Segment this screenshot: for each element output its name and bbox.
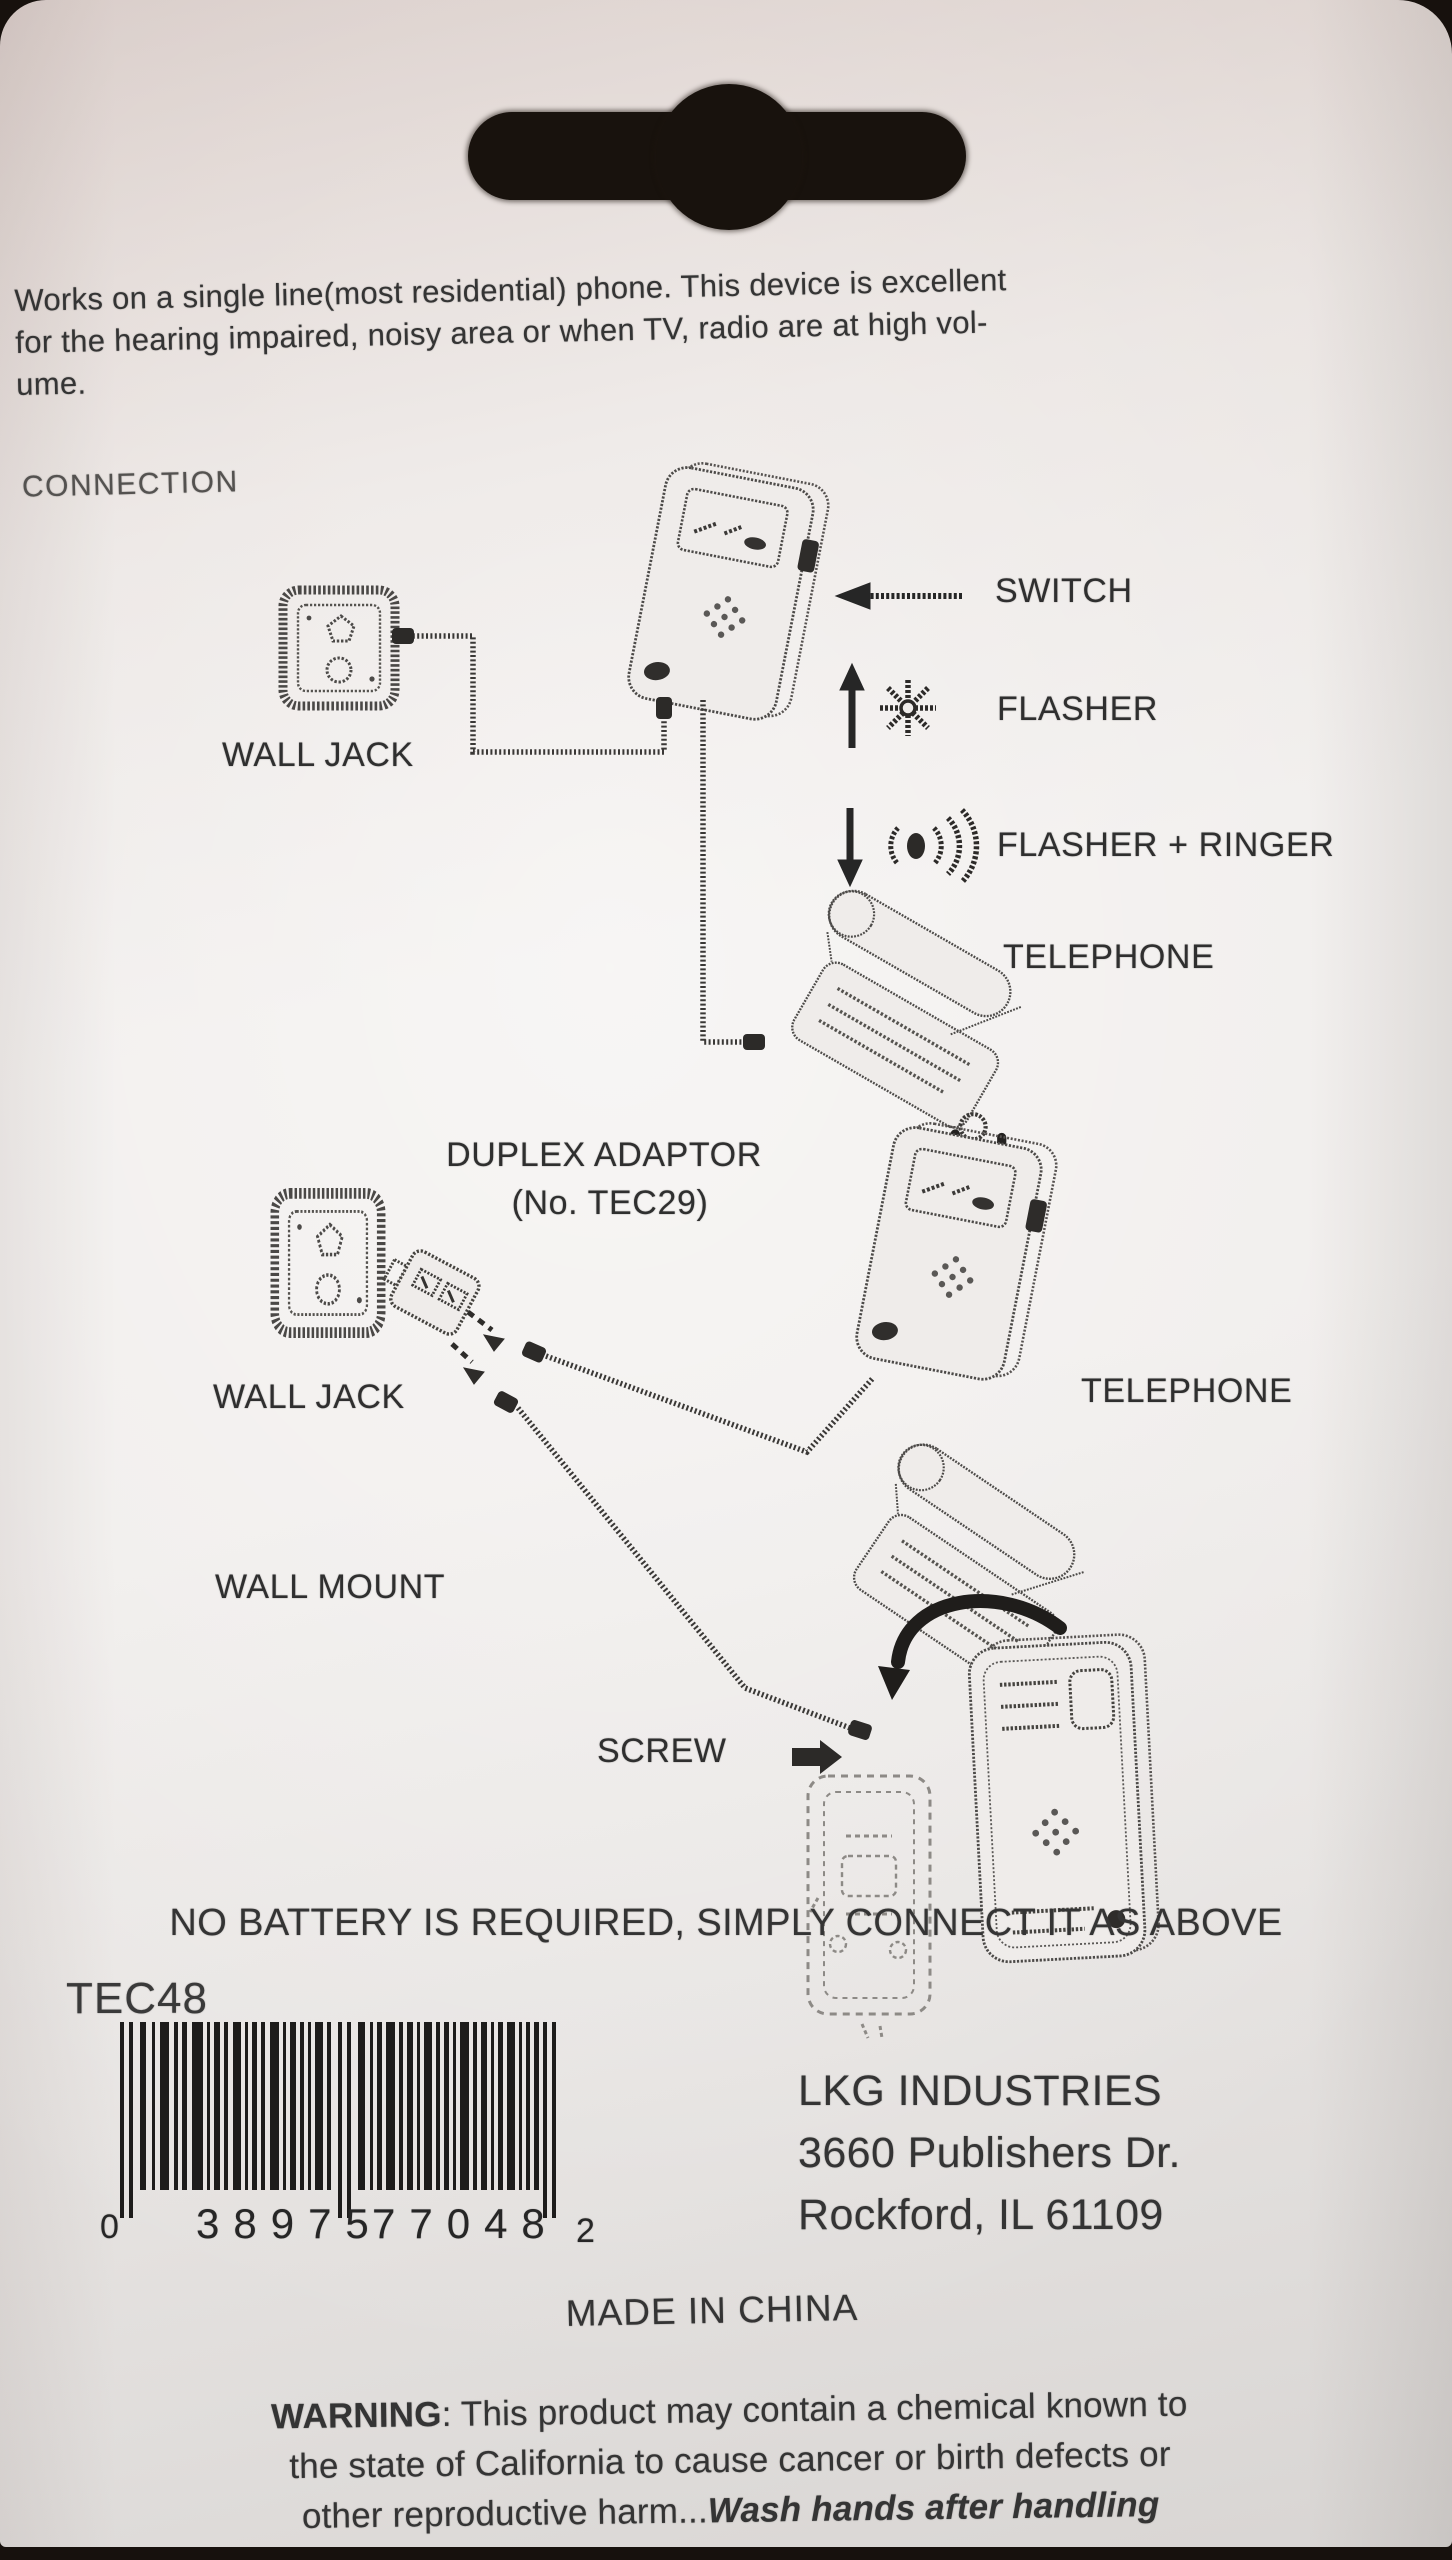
upc-barcode xyxy=(120,2022,556,2218)
warning-label: WARNING xyxy=(270,2395,442,2437)
flasher-label: FLASHER xyxy=(997,690,1159,728)
wall-mount-label: WALL MOUNT xyxy=(215,1568,446,1606)
line-plug xyxy=(520,1340,548,1364)
cord-plug xyxy=(847,1718,873,1742)
flash-icon xyxy=(880,680,936,736)
wire-adaptor-to-phone2 xyxy=(515,1406,851,1731)
wire-plug xyxy=(392,628,414,644)
screw-icon xyxy=(792,1740,842,1774)
wallmount-ghost-outline xyxy=(806,1774,932,2039)
intro-paragraph: Works on a single line(most residential)… xyxy=(14,259,1009,406)
connection-heading: CONNECTION xyxy=(21,465,240,504)
device-top-view xyxy=(622,454,835,728)
upc-left-digits: 38975 xyxy=(196,2200,383,2247)
wall-jack-top-label: WALL JACK xyxy=(222,736,414,774)
upc-right-digits: 77048 xyxy=(372,2200,559,2247)
duplex-adaptor-drawing xyxy=(373,1239,484,1339)
warning-line-3-emphasis: Wash hands after handling xyxy=(707,2485,1160,2531)
manufacturer-name: LKG INDUSTRIES xyxy=(798,2067,1163,2115)
wire-adaptor-to-device2 xyxy=(545,1353,876,1456)
upc-system-digit: 0 xyxy=(100,2208,119,2246)
wall-jack-top xyxy=(283,590,395,706)
flasher-ringer-label: FLASHER + RINGER xyxy=(997,826,1335,864)
telephone-top-drawing xyxy=(756,882,1078,1170)
device-to-phone-cord xyxy=(700,700,748,1045)
made-in-origin: MADE IN CHINA xyxy=(565,2286,859,2335)
mounting-arrow xyxy=(878,1594,1067,1700)
duplex-adaptor-label: DUPLEX ADAPTOR xyxy=(446,1136,762,1174)
wire-plug xyxy=(656,697,672,719)
device-middle-drawing xyxy=(850,1114,1063,1388)
wall-jack-middle-label: WALL JACK xyxy=(213,1378,405,1416)
upc-check-digit: 2 xyxy=(576,2212,595,2250)
telephone-top-label: TELEPHONE xyxy=(1003,938,1215,976)
screw-label: SCREW xyxy=(597,1732,727,1770)
california-warning: WARNING: This product may contain a chem… xyxy=(271,2380,1189,2543)
duplex-adaptor-model: (No. TEC29) xyxy=(511,1184,709,1222)
manufacturer-address-line2: Rockford, IL 61109 xyxy=(798,2191,1164,2239)
wire-walljack-to-device xyxy=(404,633,667,755)
warning-line-1-text: : This product may contain a chemical kn… xyxy=(441,2384,1188,2435)
hang-hole-circle xyxy=(656,84,802,230)
wall-jack-middle xyxy=(275,1193,381,1332)
telephone-middle-label: TELEPHONE xyxy=(1081,1372,1293,1410)
manufacturer-block: LKG INDUSTRIES 3660 Publishers Dr. Rockf… xyxy=(798,2060,1181,2246)
adaptor-dashed-arrows xyxy=(450,1310,505,1385)
ringer-icon xyxy=(888,808,980,884)
model-number: TEC48 xyxy=(66,1974,208,2023)
switch-label: SWITCH xyxy=(995,572,1133,610)
line-plug xyxy=(492,1389,520,1415)
cord-plug xyxy=(743,1034,765,1050)
manufacturer-address-line1: 3660 Publishers Dr. xyxy=(798,2129,1181,2177)
flasher-up-arrow xyxy=(839,662,865,748)
no-battery-note: NO BATTERY IS REQUIRED, SIMPLY CONNECT I… xyxy=(169,1902,1283,1944)
warning-line-3-text: other reproductive harm... xyxy=(301,2491,709,2536)
ringer-down-arrow xyxy=(837,808,863,888)
switch-arrow xyxy=(834,582,962,610)
